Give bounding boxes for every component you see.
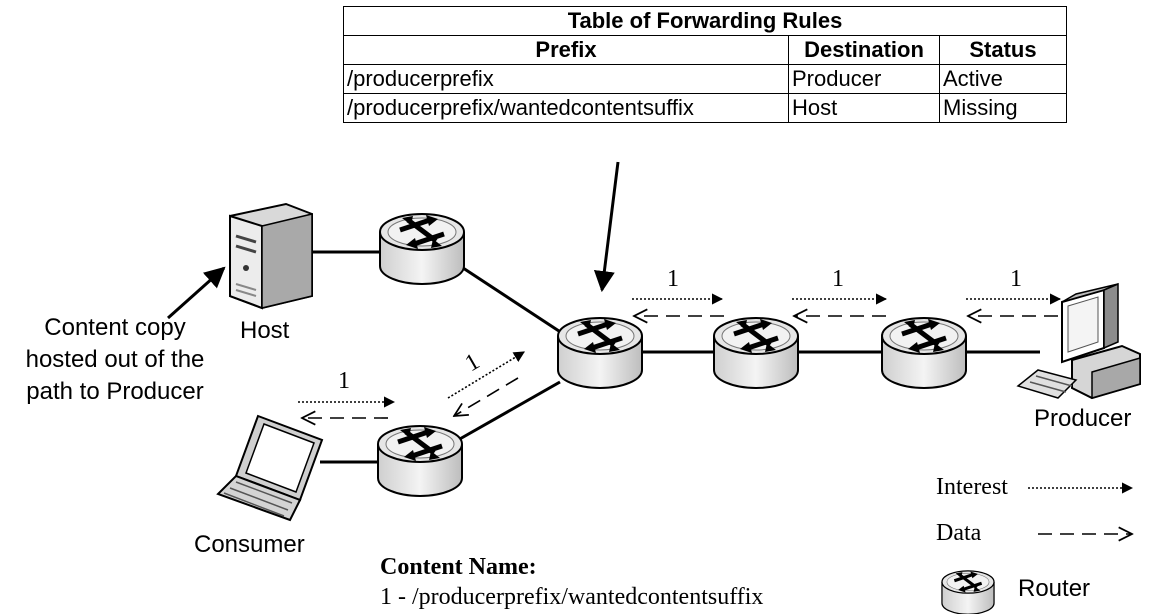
cell-destination: Producer (788, 64, 940, 94)
router-icon (558, 318, 642, 388)
column-header-status: Status (939, 35, 1067, 65)
consumer-label: Consumer (194, 531, 305, 558)
annotation-arrow (167, 266, 226, 320)
annotation-line: path to Producer (26, 378, 204, 405)
router-icon (380, 214, 464, 284)
annotation-line: hosted out of the (25, 346, 205, 373)
consumer-laptop-icon (216, 414, 324, 522)
host-label: Host (240, 317, 290, 344)
network-links (312, 250, 1040, 464)
flow-label: 1 (461, 349, 484, 378)
host-server-icon (229, 202, 313, 310)
interest-arrow (447, 351, 525, 399)
table-title: Table of Forwarding Rules (343, 6, 1067, 36)
flow-label: 1 (338, 368, 350, 394)
table-row: /producerprefix Producer Active (343, 64, 1067, 94)
cell-prefix: /producerprefix/wantedcontentsuffix (343, 93, 789, 123)
table-pointer-arrow (593, 161, 620, 293)
router-icon (882, 318, 966, 388)
flow-label: 1 (832, 266, 844, 292)
producer-computer-icon (1016, 282, 1141, 400)
router-icon (714, 318, 798, 388)
legend-router-icon (940, 569, 996, 614)
interest-arrows (298, 293, 1134, 494)
data-arrows (302, 316, 1132, 534)
producer-label: Producer (1034, 405, 1132, 432)
flow-label: 1 (667, 266, 679, 292)
column-header-prefix: Prefix (343, 35, 789, 65)
cell-status: Missing (939, 93, 1067, 123)
out-of-path-annotation: Content copy hosted out of the path to P… (0, 312, 230, 408)
flow-label: 1 (1010, 266, 1022, 292)
legend-interest-label: Interest (936, 474, 1008, 500)
router-icon (378, 426, 462, 496)
annotation-line: Content copy (44, 314, 186, 341)
content-name-entry: 1 - /producerprefix/wantedcontentsuffix (380, 584, 764, 610)
table-row: /producerprefix/wantedcontentsuffix Host… (343, 93, 1067, 123)
data-arrow (454, 377, 519, 416)
legend-data-label: Data (936, 520, 982, 546)
forwarding-rules-table: Table of Forwarding Rules Prefix Destina… (343, 6, 1067, 123)
link-router3-router2 (457, 380, 561, 442)
legend-router-label: Router (1018, 575, 1091, 602)
link-router1-router2 (459, 264, 566, 337)
cell-status: Active (939, 64, 1067, 94)
cell-destination: Host (788, 93, 940, 123)
cell-prefix: /producerprefix (343, 64, 789, 94)
column-header-destination: Destination (788, 35, 940, 65)
content-name-title: Content Name: (380, 554, 537, 580)
